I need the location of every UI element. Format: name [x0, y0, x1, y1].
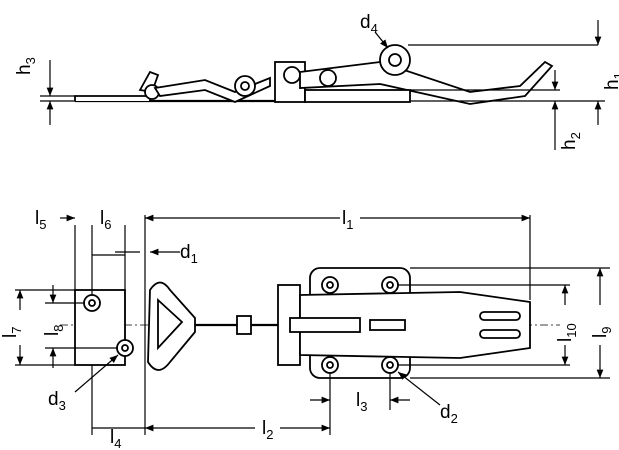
label-h2: h2	[559, 132, 583, 150]
top-view	[15, 214, 610, 435]
label-l8: l8	[42, 325, 66, 336]
label-l5: l5	[35, 208, 46, 232]
adjust-nut	[236, 315, 252, 335]
label-l3: l3	[356, 390, 367, 414]
label-l10: l10	[555, 323, 579, 342]
label-l9: l9	[590, 327, 614, 338]
side-hook-plate	[74, 95, 151, 101]
label-d3: d3	[48, 389, 66, 413]
label-d1: d1	[180, 242, 198, 266]
spring-rod	[289, 317, 361, 333]
label-d4: d4	[360, 12, 378, 36]
label-l6: l6	[100, 208, 111, 232]
label-h3: h3	[14, 57, 38, 75]
label-l7: l7	[0, 327, 24, 338]
side-base-plate	[304, 89, 411, 103]
label-d2: d2	[440, 402, 458, 426]
side-view	[40, 20, 605, 150]
loop-inner	[157, 297, 184, 351]
label-l2: l2	[262, 418, 273, 442]
label-l1: l1	[342, 208, 353, 232]
label-h1: h1	[602, 72, 619, 90]
side-lever	[299, 60, 554, 105]
lever	[299, 291, 531, 359]
label-l4: l4	[110, 427, 121, 450]
